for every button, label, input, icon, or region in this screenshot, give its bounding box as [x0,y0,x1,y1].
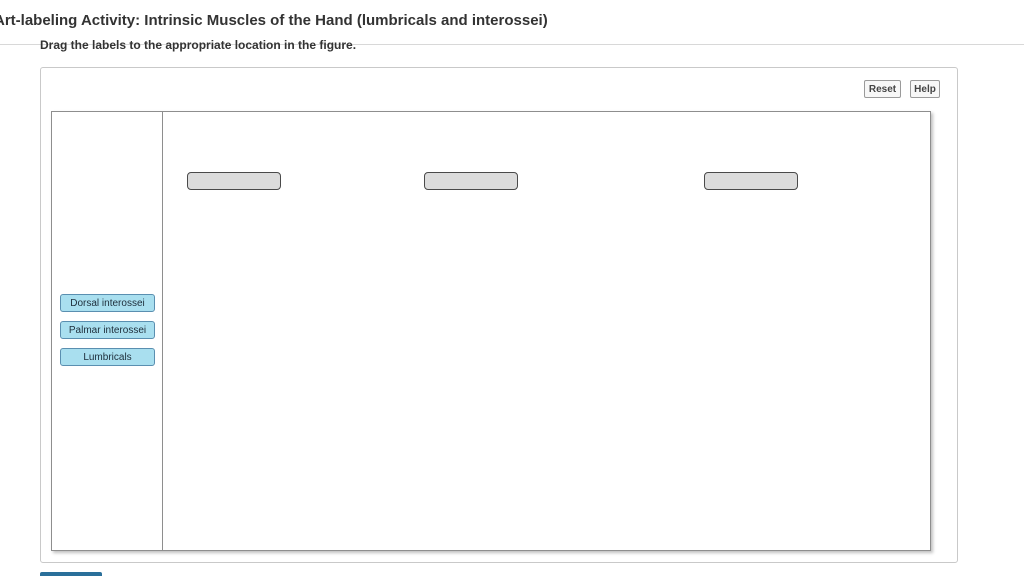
reset-button[interactable]: Reset [864,80,901,98]
submit-button-edge[interactable] [40,572,102,576]
page-title: Art-labeling Activity: Intrinsic Muscles… [0,12,548,29]
drop-target-hand-2[interactable] [424,172,518,190]
drop-target-hand-3[interactable] [704,172,798,190]
instructions-label: Drag the labels to the appropriate locat… [40,40,357,52]
label-chip-palmar-interossei[interactable]: Palmar interossei [60,321,155,339]
instructions-text: Drag the labels to the appropriate locat… [40,40,356,53]
help-button[interactable]: Help [910,80,940,98]
drop-target-hand-1[interactable] [187,172,281,190]
label-bank: Dorsal interossei Palmar interossei Lumb… [52,112,163,550]
title-divider [0,44,1024,45]
label-chip-lumbricals[interactable]: Lumbricals [60,348,155,366]
label-chip-dorsal-interossei[interactable]: Dorsal interossei [60,294,155,312]
